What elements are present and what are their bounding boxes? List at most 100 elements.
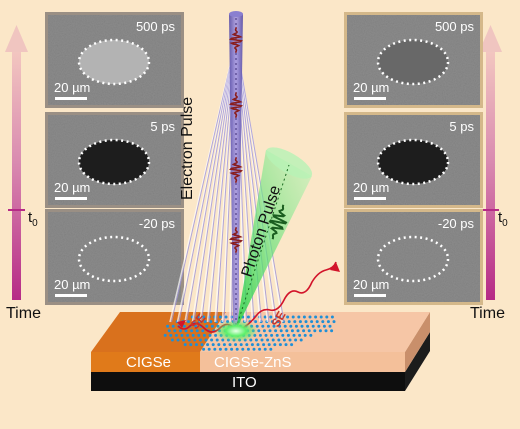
- sample-dot: [198, 338, 202, 342]
- photon-beam: [236, 150, 312, 330]
- sample-dot: [317, 324, 321, 328]
- sample-dot: [287, 320, 291, 324]
- sample-dot: [297, 315, 301, 319]
- sample-dot: [182, 338, 186, 342]
- sample-dot: [279, 329, 283, 333]
- cigse-zns-front: [200, 352, 405, 372]
- sample-dot: [180, 333, 184, 337]
- sample-dot: [205, 324, 209, 328]
- sample-dot: [201, 329, 205, 333]
- contrast-spot: [378, 40, 448, 84]
- sample-dot: [272, 324, 276, 328]
- sample-dot: [174, 333, 178, 337]
- sample-dot: [281, 333, 285, 337]
- spot-outline: [376, 235, 450, 283]
- sample-dot: [298, 320, 302, 324]
- fan-ray: [171, 39, 237, 323]
- sample-dot: [184, 329, 188, 333]
- sample-dot: [313, 329, 317, 333]
- time-arrow-right: t0 Time: [470, 25, 508, 322]
- sample-dot: [210, 324, 214, 328]
- sample-dot: [183, 343, 187, 347]
- sample-dot: [254, 338, 258, 342]
- photon-axis: [235, 164, 290, 329]
- sample-dot: [303, 333, 307, 337]
- sample-dot: [277, 338, 281, 342]
- sample-dot: [292, 333, 296, 337]
- sample-dot: [230, 347, 234, 351]
- sample-dot: [263, 347, 267, 351]
- fan-ray: [178, 39, 237, 323]
- photon-wave-packet: [268, 204, 288, 240]
- sample-dot: [326, 320, 330, 324]
- scale-bar: [55, 294, 87, 297]
- sample-dot: [262, 343, 266, 347]
- sample-dot: [209, 320, 213, 324]
- sample-dot: [330, 329, 334, 333]
- sample-dot: [294, 338, 298, 342]
- scale-bar-label: 20 µm: [353, 80, 389, 95]
- sample-dot: [318, 329, 322, 333]
- electron-wave-packet: [229, 227, 243, 253]
- sample-dot: [282, 338, 286, 342]
- time-arrow-shaft: [486, 50, 495, 300]
- sample-dot: [197, 333, 201, 337]
- sample-dot: [203, 320, 207, 324]
- sample-dot: [167, 329, 171, 333]
- sample-dot: [264, 333, 268, 337]
- sample-dot: [306, 324, 310, 328]
- se-arrow-left: [177, 320, 186, 328]
- contrast-spot: [79, 140, 149, 184]
- sample-dot: [266, 338, 270, 342]
- sample-dot: [332, 320, 336, 324]
- sample-dot: [210, 338, 214, 342]
- sample-dot: [324, 329, 328, 333]
- sample-dot: [298, 333, 302, 337]
- sample-dot: [262, 329, 266, 333]
- sem-image: [48, 212, 181, 302]
- se-arrow-right: [330, 262, 340, 272]
- sample-dot: [302, 315, 306, 319]
- delay-label: -20 ps: [438, 216, 475, 231]
- sample-dot: [235, 347, 239, 351]
- sample-dot: [217, 343, 221, 347]
- fan-ray: [186, 39, 237, 323]
- sample-dot: [261, 324, 265, 328]
- sample-dot: [246, 347, 250, 351]
- sample-dot: [194, 324, 198, 328]
- electron-beam-cap: [229, 11, 243, 17]
- sample-dot: [245, 343, 249, 347]
- sample-dot: [286, 315, 290, 319]
- sample-dot: [275, 333, 279, 337]
- sample-dot: [222, 343, 226, 347]
- spot-outline: [77, 235, 151, 283]
- sample-dot: [321, 320, 325, 324]
- spot-outline: [376, 138, 450, 186]
- sample-dot: [296, 329, 300, 333]
- electron-wave-packet: [229, 157, 243, 183]
- electron-wave-packet: [229, 92, 243, 118]
- sample-dot: [319, 315, 323, 319]
- cigse-label: CIGSe: [126, 354, 171, 371]
- sample-dot: [200, 343, 204, 347]
- sample-dot: [315, 320, 319, 324]
- cigse-surface: [91, 312, 226, 352]
- sample-dot: [202, 315, 206, 319]
- sample-dot: [202, 347, 206, 351]
- scale-bar: [354, 97, 386, 100]
- sample-dot: [207, 347, 211, 351]
- sample-dot: [218, 347, 222, 351]
- sample-dot: [228, 343, 232, 347]
- scale-bar-label: 20 µm: [54, 180, 90, 195]
- sample-dot: [215, 338, 219, 342]
- sample-dot: [189, 343, 193, 347]
- sample-dot: [286, 333, 290, 337]
- sample-dot: [328, 324, 332, 328]
- sample-dot: [252, 347, 256, 351]
- scale-bar-label: 20 µm: [54, 80, 90, 95]
